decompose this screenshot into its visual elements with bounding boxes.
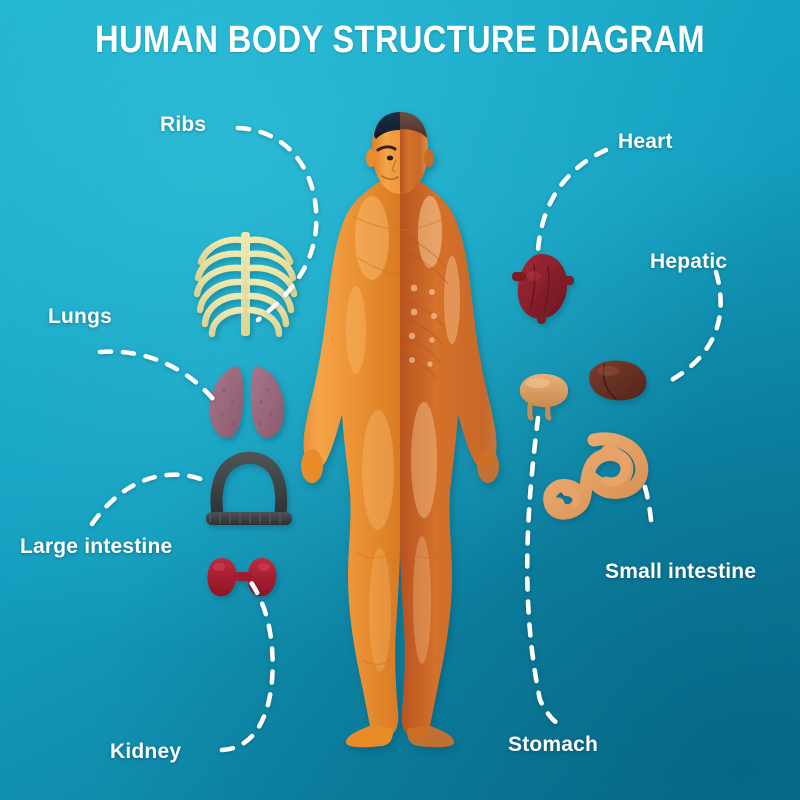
large-intestine-model	[206, 451, 292, 525]
lung-left	[209, 366, 244, 438]
small-intestine-model	[543, 432, 649, 520]
colon-arch	[210, 451, 288, 524]
feet	[346, 726, 454, 748]
label-small-intestine: Small intestine	[605, 560, 757, 583]
ribs-model	[193, 232, 298, 338]
page-title: HUMAN BODY STRUCTURE DIAGRAM	[95, 19, 705, 61]
stomach-model	[519, 373, 569, 421]
label-hepatic: Hepatic	[650, 250, 728, 273]
label-ribs: Ribs	[160, 113, 207, 136]
hair-left	[374, 112, 400, 139]
liver-body	[589, 360, 647, 401]
nose	[392, 159, 397, 173]
kidney-connector	[234, 572, 252, 581]
small-intestine-coil	[543, 432, 649, 520]
label-stomach: Stomach	[508, 733, 599, 756]
lungs-model	[209, 366, 285, 438]
heart-model	[512, 254, 574, 324]
small-intestine-inner-coil	[601, 445, 631, 487]
kidney-model	[207, 558, 277, 597]
lung-right	[250, 366, 285, 438]
human-body-model	[301, 112, 499, 748]
eyebrow	[376, 145, 397, 152]
label-large-intestine: Large intestine	[20, 535, 173, 558]
head	[366, 112, 434, 194]
mouth	[381, 175, 399, 180]
stomach-duodenum	[527, 402, 534, 421]
label-lungs: Lungs	[48, 305, 112, 328]
label-kidney: Kidney	[110, 740, 182, 763]
heart-body	[517, 254, 568, 319]
heart-vessel-left	[512, 272, 526, 281]
hair-right	[400, 112, 427, 138]
eye	[386, 155, 394, 161]
hands	[301, 449, 499, 483]
transverse-colon	[206, 512, 292, 525]
label-heart: Heart	[618, 130, 673, 153]
stomach-pylorus	[545, 402, 552, 421]
heart-vessel-right	[560, 276, 574, 285]
heart-vessel-bottom	[537, 312, 546, 324]
small-intestine-lower-coil	[562, 488, 581, 507]
liver-model	[589, 360, 647, 401]
